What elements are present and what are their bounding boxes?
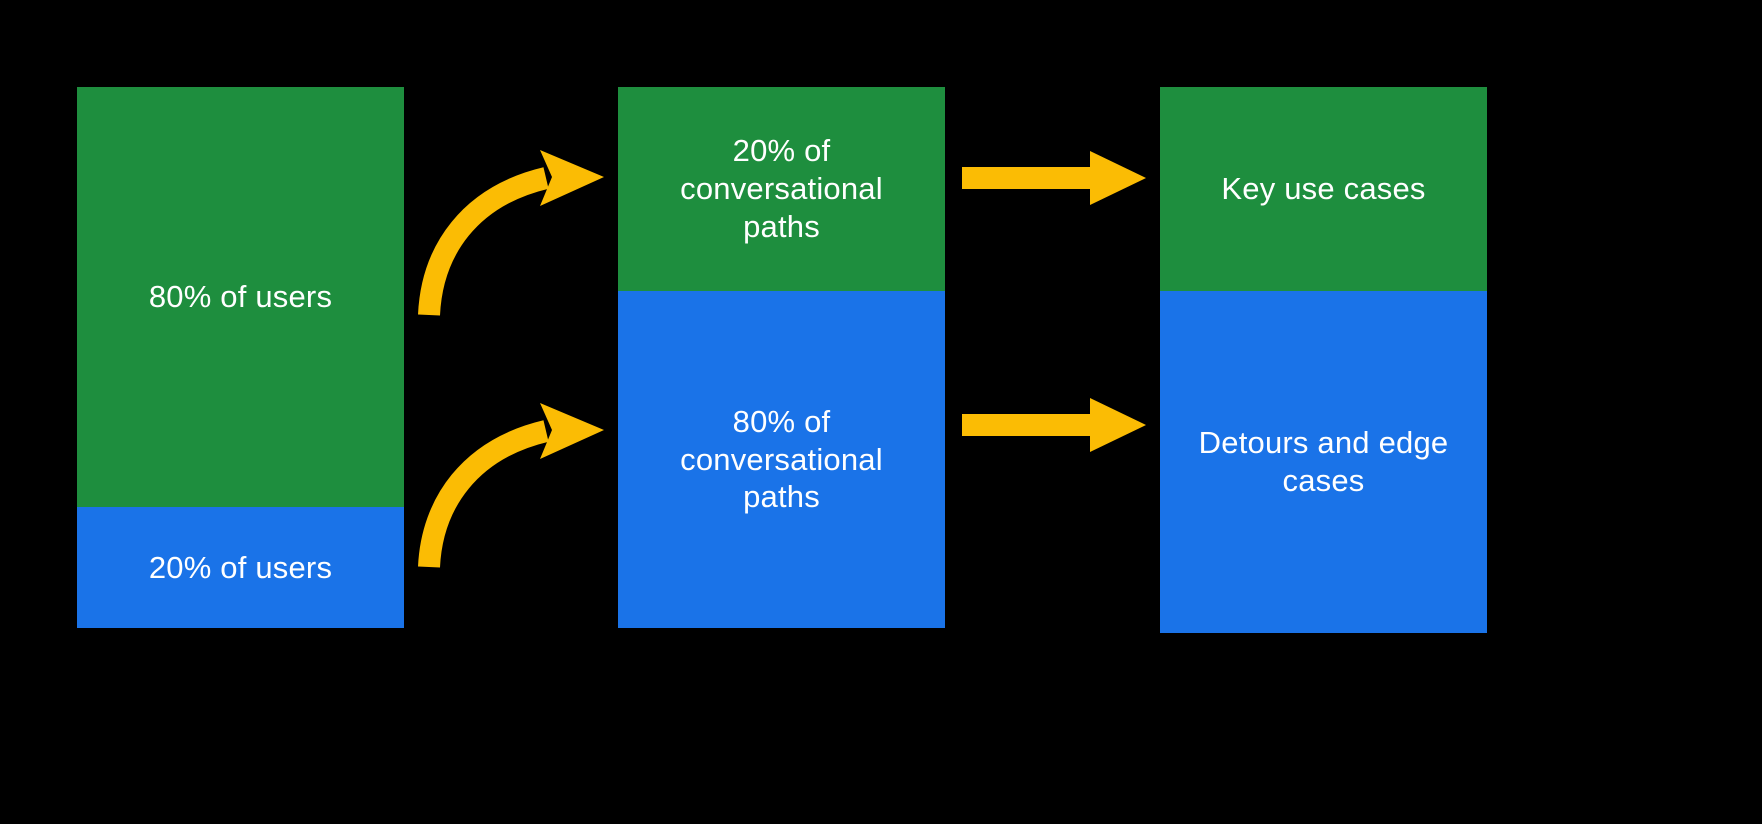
segment-paths-minority: 20% of conversational paths xyxy=(618,87,945,291)
users-column: 80% of users 20% of users xyxy=(77,87,404,628)
segment-users-minority-label: 20% of users xyxy=(148,549,333,585)
segment-paths-majority-label: 80% of conversational paths xyxy=(680,403,883,515)
use-cases-column: Key use cases Detours and edge cases xyxy=(1160,87,1487,633)
segment-key-use-cases: Key use cases xyxy=(1160,87,1487,291)
curved-arrow-users-to-paths-top xyxy=(418,150,604,316)
segment-paths-majority: 80% of conversational paths xyxy=(618,291,945,628)
curved-arrow-users-to-paths-bottom xyxy=(418,403,604,568)
conversational-paths-column: 20% of conversational paths 80% of conve… xyxy=(618,87,945,628)
segment-detours-edge-cases: Detours and edge cases xyxy=(1160,291,1487,633)
segment-users-minority: 20% of users xyxy=(77,507,404,628)
straight-arrow-paths-to-key-use-cases xyxy=(962,151,1146,205)
segment-users-majority-label: 80% of users xyxy=(148,279,333,315)
straight-arrow-paths-to-detours xyxy=(962,398,1146,452)
segment-detours-edge-cases-label: Detours and edge cases xyxy=(1198,425,1449,498)
segment-users-majority: 80% of users xyxy=(77,87,404,507)
segment-key-use-cases-label: Key use cases xyxy=(1221,171,1426,207)
segment-paths-minority-label: 20% of conversational paths xyxy=(680,133,883,244)
